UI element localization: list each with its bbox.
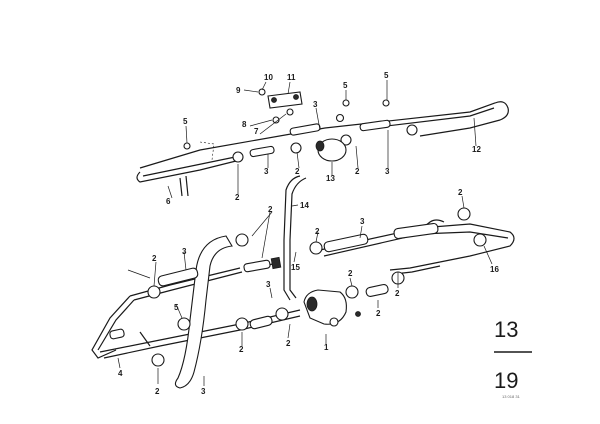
lower-clamp-4: [457, 207, 471, 221]
upper-hose-left: [249, 145, 275, 158]
lower-hose-center: [323, 233, 369, 253]
label-14: 14: [300, 201, 309, 210]
lower-hose-left: [157, 267, 199, 287]
label-2-m: 2: [155, 387, 160, 396]
label-5-right: 5: [384, 71, 389, 80]
group-number-badge: 13 19 13 018 31: [494, 317, 532, 399]
lower-hose-short: [249, 315, 273, 330]
label-12: 12: [472, 145, 481, 154]
label-8: 8: [242, 120, 247, 129]
label-6: 6: [166, 197, 171, 206]
connector-fitting: [243, 259, 271, 273]
label-5-top: 5: [343, 81, 348, 90]
lower-fuel-line-assembly: [91, 195, 515, 389]
upper-hose-center: [289, 123, 321, 136]
group-number-top: 13: [494, 317, 518, 342]
lower-clamp-11: [177, 317, 191, 331]
label-3-c: 3: [360, 217, 365, 226]
label-2-b: 2: [355, 167, 360, 176]
group-number-bottom: 19: [494, 368, 518, 393]
upper-hose-right: [359, 119, 391, 132]
label-2-k: 2: [286, 339, 291, 348]
lower-clamp-9: [275, 307, 289, 321]
label-3-f: 3: [201, 387, 206, 396]
lower-hose-short-right: [365, 283, 389, 297]
label-2-i: 2: [395, 289, 400, 298]
label-3-d: 3: [182, 247, 187, 256]
label-2-h: 2: [348, 269, 353, 278]
upper-clamp-3: [340, 134, 352, 146]
label-2-j: 2: [376, 309, 381, 318]
label-2-l: 2: [239, 345, 244, 354]
label-5-left: 5: [183, 117, 188, 126]
lower-clamp-3: [309, 241, 323, 255]
label-9: 9: [236, 86, 241, 95]
label-3-top: 3: [313, 100, 318, 109]
label-7: 7: [254, 127, 259, 136]
label-13-top: 13: [326, 174, 335, 183]
lower-clamp-2: [147, 285, 161, 299]
large-curved-hose: [174, 235, 233, 389]
label-1: 1: [324, 343, 329, 352]
lower-clamp-10: [151, 353, 165, 367]
label-2-g: 2: [152, 254, 157, 263]
upper-clamp-2: [290, 142, 302, 154]
lower-clamp-6: [345, 285, 359, 299]
label-10: 10: [264, 73, 273, 82]
callout-labels: 9 10 11 5 5 3 5 8 7 12 3 2 13 2 3 6 2 14…: [118, 71, 499, 396]
upper-clamp-4: [406, 124, 418, 136]
lower-clamp-1: [235, 233, 249, 247]
label-3-b: 3: [385, 167, 390, 176]
catalog-reference: 13 018 31: [502, 394, 521, 399]
lower-hose-right: [393, 222, 439, 240]
label-2-f: 2: [315, 227, 320, 236]
lower-clamp-5: [473, 233, 487, 247]
label-2-d: 2: [268, 205, 273, 214]
label-15: 15: [291, 263, 300, 272]
label-11: 11: [287, 73, 296, 82]
label-2-a: 2: [295, 167, 300, 176]
label-3-e: 3: [266, 280, 271, 289]
label-4: 4: [118, 369, 123, 378]
label-2-e: 2: [458, 188, 463, 197]
upper-clamp-1: [232, 151, 244, 163]
vertical-hose-assembly: [283, 175, 307, 301]
lower-clamp-8: [235, 317, 249, 331]
upper-fuel-line-assembly: [136, 80, 509, 199]
label-2-c: 2: [235, 193, 240, 202]
label-3-a: 3: [264, 167, 269, 176]
label-16: 16: [490, 265, 499, 274]
label-5-lower: 5: [174, 303, 179, 312]
